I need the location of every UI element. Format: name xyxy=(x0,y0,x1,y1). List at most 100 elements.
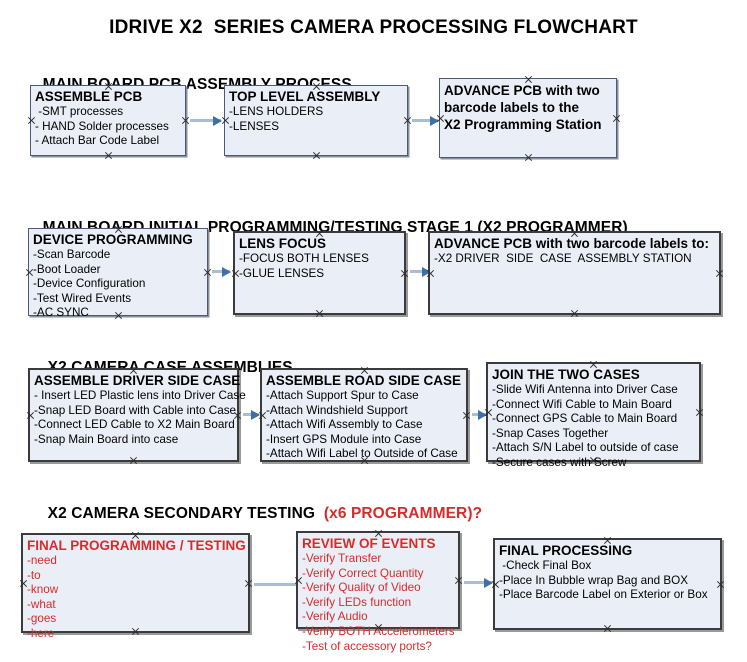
box-line: -Connect GPS Cable to Main Board xyxy=(492,412,678,426)
box-line: -Verify Audio xyxy=(302,610,368,624)
box-advance-pcb-driver-side[interactable]: ADVANCE PCB with two barcode labels to: … xyxy=(428,231,721,315)
connector-handle-left[interactable] xyxy=(19,579,28,588)
box-line: -Snap LED Board with Cable into Case xyxy=(34,403,237,417)
box-line: -FOCUS BOTH LENSES xyxy=(239,252,369,265)
connector-handle-top[interactable] xyxy=(104,82,113,91)
connector-handle-bottom[interactable] xyxy=(603,624,612,633)
connector-handle-bottom[interactable] xyxy=(131,627,140,636)
box-title: FINAL PROGRAMMING / TESTING xyxy=(27,538,246,553)
box-join-the-two-cases[interactable]: JOIN THE TWO CASES -Slide Wifi Antenna i… xyxy=(484,360,704,469)
box-line: -Slide Wifi Antenna into Driver Case xyxy=(492,383,678,396)
connector-handle-bottom[interactable] xyxy=(315,309,324,318)
connector-handle-left[interactable] xyxy=(258,411,267,420)
box-line: -LENS HOLDERS xyxy=(229,105,324,118)
connector-handle-right[interactable] xyxy=(203,268,212,277)
connector-handle-bottom[interactable] xyxy=(104,151,113,160)
box-title: ADVANCE PCB with two barcode labels to t… xyxy=(444,83,602,132)
box-line: -Attach Wifi Assembly to Case xyxy=(266,418,423,432)
connector-handle-bottom[interactable] xyxy=(360,456,369,465)
box-assemble-driver-side-case[interactable]: ASSEMBLE DRIVER SIDE CASE - Insert LED P… xyxy=(26,366,246,465)
box-line: -Snap Main Board into case xyxy=(34,432,179,446)
box-title: TOP LEVEL ASSEMBLY xyxy=(229,89,381,104)
connector-handle-top[interactable] xyxy=(589,360,598,369)
box-line: -Boot Loader xyxy=(33,262,101,276)
box-line: -here xyxy=(27,626,55,640)
box-title: ASSEMBLE PCB xyxy=(35,89,143,104)
box-assemble-road-side-case[interactable]: ASSEMBLE ROAD SIDE CASE -Attach Support … xyxy=(260,368,468,462)
connector-handle-bottom[interactable] xyxy=(570,309,579,318)
connector-handle-bottom[interactable] xyxy=(114,311,123,320)
connector-handle-top[interactable] xyxy=(315,229,324,238)
connector-handle-right[interactable] xyxy=(716,580,725,589)
connector-handle-right[interactable] xyxy=(403,116,412,125)
box-line: -Verify Correct Quantity xyxy=(302,566,424,580)
box-line: -Verify Quality of Video xyxy=(302,581,421,595)
box-line: -Attach Support Spur to Case xyxy=(266,389,419,402)
box-line: -Attach Wifi Label to Outside of Case xyxy=(266,447,458,461)
box-line: -Connect Wifi Cable to Main Board xyxy=(492,397,672,411)
box-title: ASSEMBLE ROAD SIDE CASE xyxy=(266,373,462,388)
section-title-x2-camera-secondary-testing: X2 CAMERA SECONDARY TESTING (x6 PROGRAMM… xyxy=(30,487,482,541)
box-line: -LENSES xyxy=(229,119,280,133)
connector-handle-bottom[interactable] xyxy=(312,151,321,160)
box-assemble-pcb[interactable]: ASSEMBLE PCB -SMT processes - HAND Solde… xyxy=(30,85,186,156)
arrow-review-events-to-final-processing xyxy=(464,577,493,588)
connector-handle-top[interactable] xyxy=(129,366,138,375)
connector-handle-bottom[interactable] xyxy=(524,153,533,162)
box-line: -Verify Transfer xyxy=(302,552,382,565)
box-line: -Insert GPS Module into Case xyxy=(266,432,422,446)
connector-handle-top[interactable] xyxy=(374,529,383,538)
box-line: -Scan Barcode xyxy=(33,248,111,261)
connector-handle-bottom[interactable] xyxy=(129,456,138,465)
connector-handle-right[interactable] xyxy=(400,269,409,278)
box-advance-pcb-programming-station[interactable]: ADVANCE PCB with two barcode labels to t… xyxy=(439,78,617,158)
connector-handle-left[interactable] xyxy=(25,268,34,277)
connector-handle-right[interactable] xyxy=(462,411,471,420)
box-line: - Attach Bar Code Label xyxy=(35,134,160,148)
box-final-processing[interactable]: FINAL PROCESSING -Check Final Box -Place… xyxy=(493,538,722,630)
connector-handle-left[interactable] xyxy=(221,116,230,125)
box-line: -AC SYNC xyxy=(33,306,89,320)
connector-handle-left[interactable] xyxy=(26,411,35,420)
connector-handle-left[interactable] xyxy=(294,576,303,585)
connector-handle-top[interactable] xyxy=(312,82,321,91)
box-line: -SMT processes xyxy=(35,105,124,118)
box-lens-focus[interactable]: LENS FOCUS -FOCUS BOTH LENSES -GLUE LENS… xyxy=(233,231,406,315)
box-line: -Place In Bubble wrap Bag and BOX xyxy=(499,573,689,587)
connector-handle-right[interactable] xyxy=(612,114,621,123)
connector-handle-top[interactable] xyxy=(603,536,612,545)
connector-handle-bottom[interactable] xyxy=(374,623,383,632)
connector-handle-right[interactable] xyxy=(695,408,704,417)
connector-handle-right[interactable] xyxy=(244,579,253,588)
connector-handle-left[interactable] xyxy=(491,580,500,589)
box-top-level-assembly[interactable]: TOP LEVEL ASSEMBLY -LENS HOLDERS -LENSES xyxy=(224,85,408,156)
connector-handle-top[interactable] xyxy=(114,225,123,234)
connector-handle-left[interactable] xyxy=(231,269,240,278)
box-line: -X2 DRIVER SIDE CASE ASSEMBLY STATION xyxy=(434,252,692,265)
section-title-text: X2 CAMERA SECONDARY TESTING xyxy=(47,505,324,522)
connector-handle-left[interactable] xyxy=(484,408,493,417)
box-title: DEVICE PROGRAMMING xyxy=(33,232,193,247)
box-title: ASSEMBLE DRIVER SIDE CASE xyxy=(34,373,241,388)
connector-handle-right[interactable] xyxy=(233,411,242,420)
box-line-overflow: -Test of accessory ports? xyxy=(302,639,432,653)
box-line: -what xyxy=(27,597,56,611)
connector-handle-bottom[interactable] xyxy=(589,456,598,465)
box-line: -Verify BOTH Accelerometers xyxy=(302,624,455,638)
box-line: - HAND Solder processes xyxy=(35,119,169,133)
box-line: -know xyxy=(27,583,59,597)
connector-handle-left[interactable] xyxy=(436,114,445,123)
connector-handle-right[interactable] xyxy=(454,576,463,585)
connector-handle-right[interactable] xyxy=(181,116,190,125)
connector-handle-right[interactable] xyxy=(715,269,724,278)
page-title: IDRIVE X2 SERIES CAMERA PROCESSING FLOWC… xyxy=(109,17,638,38)
connector-handle-left[interactable] xyxy=(27,116,36,125)
box-device-programming[interactable]: DEVICE PROGRAMMING -Scan Barcode -Boot L… xyxy=(25,225,208,319)
box-review-of-events[interactable]: REVIEW OF EVENTS -Verify Transfer -Verif… xyxy=(294,529,463,653)
box-final-programming-testing[interactable]: FINAL PROGRAMMING / TESTING -need -to -k… xyxy=(19,531,253,640)
connector-handle-top[interactable] xyxy=(570,229,579,238)
connector-handle-top[interactable] xyxy=(131,531,140,540)
connector-handle-top[interactable] xyxy=(524,75,533,84)
connector-handle-top[interactable] xyxy=(360,366,369,375)
connector-handle-left[interactable] xyxy=(426,269,435,278)
